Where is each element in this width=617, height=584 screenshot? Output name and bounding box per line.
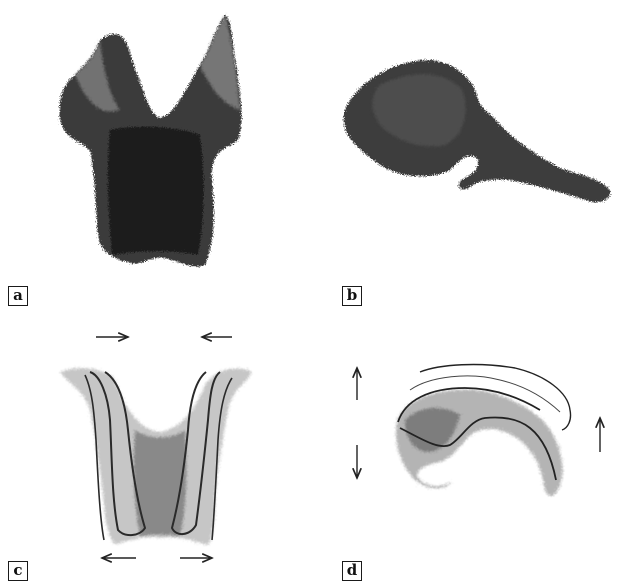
panel-label-d: d xyxy=(342,561,362,581)
panel-label-a: a xyxy=(8,286,28,306)
specimen-c xyxy=(60,368,252,545)
specimen-a xyxy=(60,15,242,267)
specimen-d xyxy=(396,365,571,496)
specimen-b xyxy=(344,60,611,202)
panel-label-c: c xyxy=(8,561,28,581)
panel-label-b: b xyxy=(342,286,362,306)
